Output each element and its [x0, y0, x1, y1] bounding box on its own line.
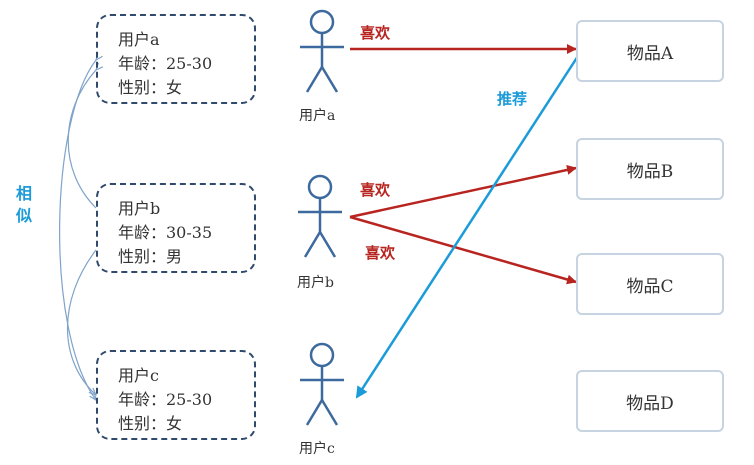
- like-arrow-b-C: [349, 215, 577, 285]
- item-D-label: 物品D: [626, 393, 674, 414]
- user-c-gender: 性别：女: [118, 414, 183, 433]
- user-c-caption: 用户c: [299, 441, 335, 457]
- recommend-arrow: [355, 55, 580, 399]
- like-arrow-b-B: [349, 165, 577, 219]
- user-c-name: 用户c: [118, 366, 159, 385]
- like-label-a-A: 喜欢: [360, 24, 391, 42]
- user-c-figure: [300, 342, 344, 426]
- user-b-figure: [298, 174, 342, 258]
- like-label-b-B: 喜欢: [360, 181, 391, 199]
- user-c-profile: 用户c 年龄：25-30 性别：女: [96, 350, 256, 440]
- item-A-box: 物品A: [576, 20, 724, 82]
- user-a-gender: 性别：女: [118, 78, 183, 97]
- user-a-figure: [300, 9, 344, 93]
- item-B-box: 物品B: [576, 138, 724, 200]
- recommend-label: 推荐: [497, 90, 528, 108]
- item-C-label: 物品C: [626, 276, 674, 297]
- user-b-caption: 用户b: [297, 275, 334, 291]
- user-b-age: 年龄：30-35: [118, 223, 213, 242]
- item-D-box: 物品D: [576, 370, 724, 432]
- similar-label: 相似: [15, 184, 32, 225]
- user-c-age: 年龄：25-30: [118, 390, 213, 409]
- user-a-age: 年龄：25-30: [118, 54, 213, 73]
- similar-arc-b-c: [66, 249, 97, 395]
- item-C-box: 物品C: [576, 253, 724, 315]
- item-A-label: 物品A: [626, 43, 674, 64]
- user-b-name: 用户b: [118, 199, 161, 218]
- similar-arc-a-b: [67, 70, 96, 209]
- similar-arc-a-c: [59, 60, 96, 400]
- user-a-profile: 用户a 年龄：25-30 性别：女: [96, 14, 256, 104]
- user-b-profile: 用户b 年龄：30-35 性别：男: [96, 183, 256, 273]
- item-B-label: 物品B: [626, 161, 674, 182]
- user-a-caption: 用户a: [299, 108, 336, 124]
- like-label-b-C: 喜欢: [365, 244, 396, 262]
- user-a-name: 用户a: [118, 30, 160, 49]
- user-b-gender: 性别：男: [118, 247, 183, 266]
